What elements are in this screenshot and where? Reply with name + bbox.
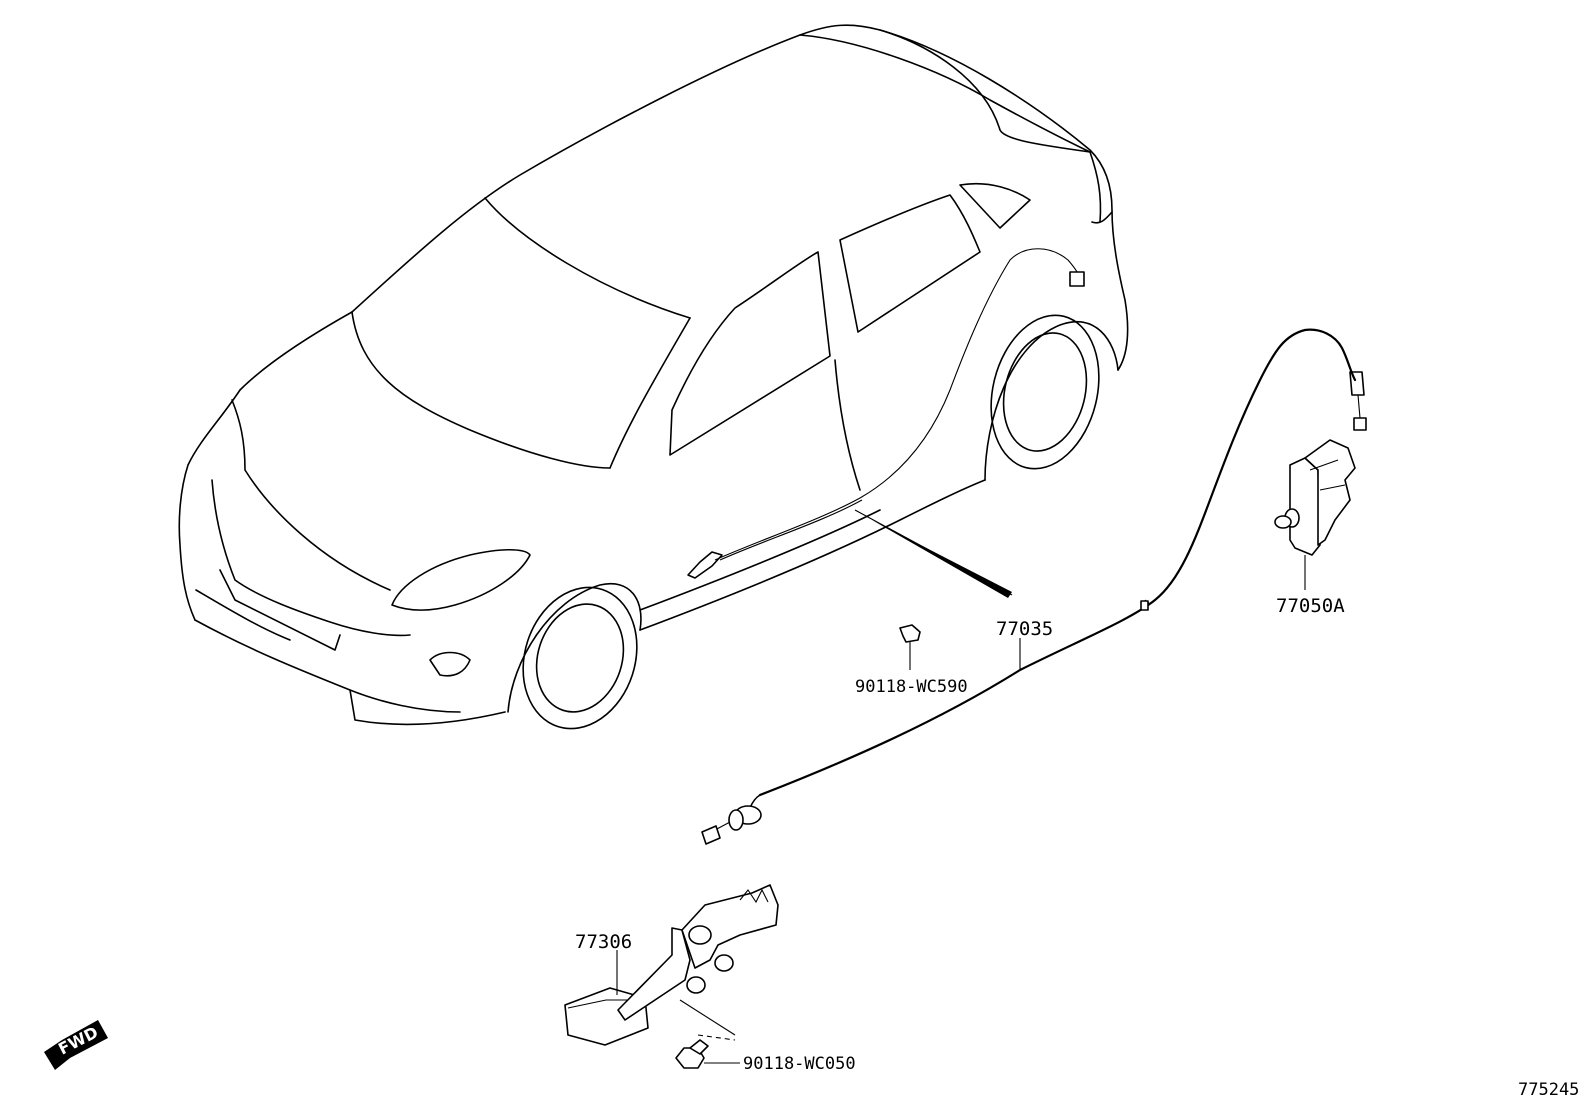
vehicle-outline — [178, 24, 1129, 730]
part-label-77306: 77306 — [575, 931, 632, 953]
part-77050A-lock-actuator — [1274, 439, 1356, 590]
lever-end-icon — [687, 551, 723, 579]
part-label-90118-WC050: 90118-WC050 — [743, 1054, 856, 1074]
part-label-90118-WC590: 90118-WC590 — [855, 677, 968, 697]
part-77306-lever — [564, 884, 779, 1046]
figure-number: 775245 — [1518, 1080, 1579, 1099]
fwd-arrow-icon: FWD — [44, 1020, 108, 1070]
part-label-77035: 77035 — [996, 618, 1053, 640]
part-90118-WC590-clip — [899, 624, 921, 670]
cable-77035 — [701, 328, 1367, 845]
part-90118-WC050-bolt — [675, 1039, 740, 1069]
part-label-77050A: 77050A — [1276, 595, 1345, 617]
cable-routing-in-vehicle — [687, 248, 1085, 579]
leader-line-77035 — [854, 509, 1013, 598]
fuel-lid-opener-end-icon — [1069, 271, 1085, 287]
